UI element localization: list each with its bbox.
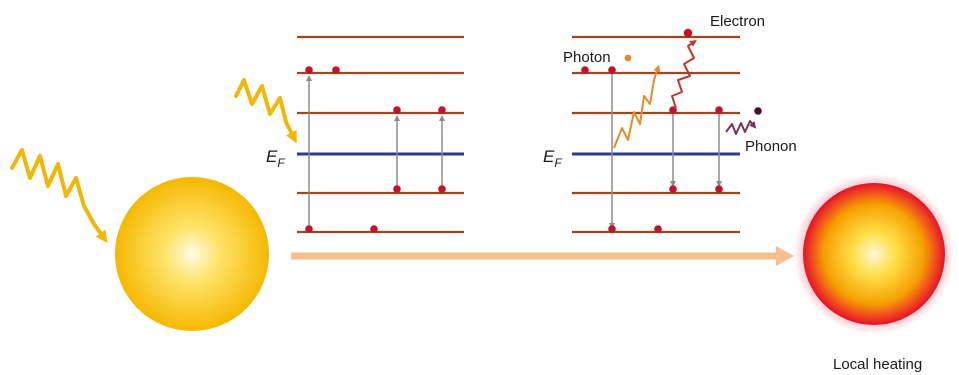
energy-diagram-excitation: EF [266,35,464,234]
electron-dot [669,106,677,114]
electron-dot [669,185,677,193]
energy-diagram-relaxation: EF Photon Electron Phonon [543,13,797,234]
electron-dot [305,66,313,74]
gold-nanoparticle [115,177,269,331]
electron-dot [654,225,662,233]
electron-dot [370,225,378,233]
photon-dot [624,54,632,62]
electron-dot [715,185,723,193]
electron-dot [608,225,616,233]
heated-nanoparticle [803,183,945,325]
hole-dot [438,185,446,193]
photon-label: Photon [563,49,611,66]
electron-dot [715,106,723,114]
process-arrow-head [776,246,794,266]
hole-dot [305,225,313,233]
emitted-electron-dot [683,28,693,38]
electron-dot [608,66,616,74]
phonon-dot [754,107,762,115]
local-heating-label: Local heating [833,356,922,373]
electron-dot [438,106,446,114]
electron-emission-wave [671,40,697,109]
incoming-light-wave-left [10,148,108,243]
electron-dot [332,66,340,74]
incoming-light-wave-top [234,78,297,144]
photon-emission-wave [613,64,661,149]
phonon-label: Phonon [745,138,797,155]
electron-dot [581,66,589,74]
fermi-level-label-left: EF [266,147,285,170]
hole-dot [393,185,401,193]
fermi-level-label-right: EF [543,147,562,170]
electron-label: Electron [710,13,765,30]
electron-dot [393,106,401,114]
phonon-wave [725,120,757,135]
